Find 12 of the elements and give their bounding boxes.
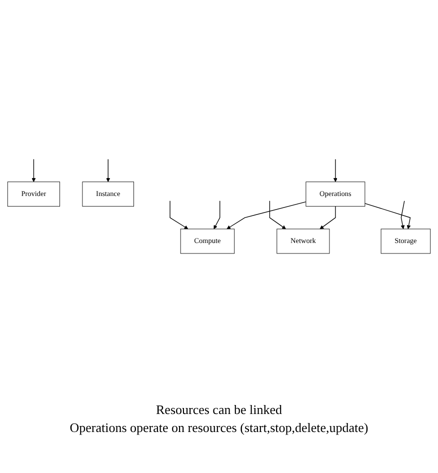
arrow (170, 201, 188, 230)
note-text: Operations operate on resources (start,stop,delete,update) (70, 420, 368, 436)
arrow (106, 159, 110, 182)
arrow (364, 204, 411, 230)
arrow (320, 206, 336, 230)
note-text: Resources can be linked (155, 402, 283, 418)
arrow (32, 159, 36, 182)
arrow (269, 201, 286, 230)
arrow (214, 201, 220, 230)
arrow (226, 202, 306, 230)
arrow (333, 159, 338, 182)
arrow (400, 201, 405, 230)
